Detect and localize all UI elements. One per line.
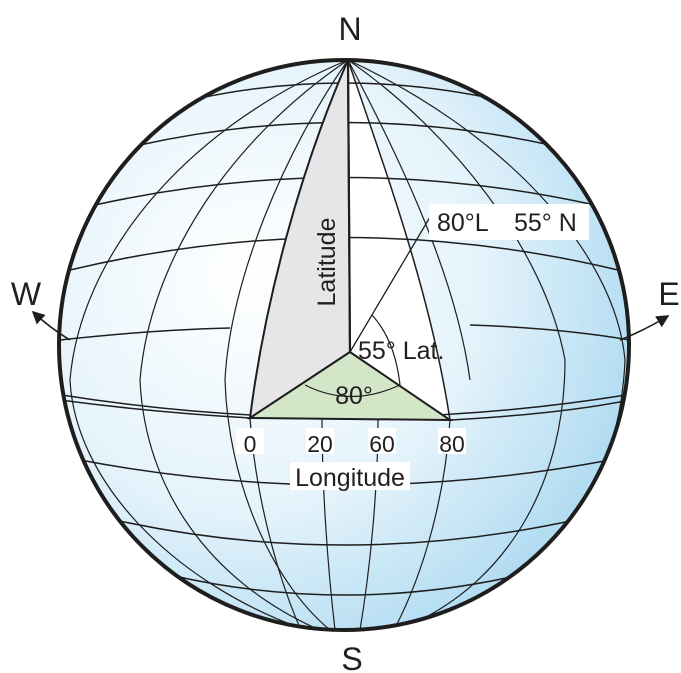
east-label: E (658, 276, 679, 312)
polar-axis (346, 60, 352, 353)
cutaway-region (348, 60, 450, 420)
longitude-tick-bg (368, 428, 396, 454)
longitude-angle-arc (304, 384, 401, 398)
longitude-label-bg (290, 462, 410, 490)
cutaway-edge (347, 60, 451, 421)
latitude-label: Latitude (313, 218, 341, 307)
east-arrow (619, 315, 670, 341)
point-longitude-label: 80°L (437, 209, 489, 237)
globe-outline (57, 58, 631, 632)
longitude-tick-bg (438, 428, 466, 454)
north-label: N (338, 11, 361, 47)
latitude-wedge (248, 60, 352, 421)
longitude-tick-label: 0 (244, 431, 257, 457)
latitude-angle-label: 55° Lat. (358, 337, 444, 365)
longitude-tick-bg (306, 428, 334, 454)
latitude-angle-arc (371, 314, 401, 386)
point-latitude-label: 55° N (514, 209, 577, 237)
longitude-tick-label: 60 (369, 431, 395, 457)
longitude-label: Longitude (295, 464, 405, 492)
longitude-tick-label: 80 (439, 431, 465, 457)
west-label: W (11, 276, 42, 312)
longitude-tick-label: 20 (307, 431, 333, 457)
west-arrow (31, 310, 71, 341)
radius-line (349, 211, 434, 353)
longitude-wedge (246, 350, 454, 422)
south-label: S (341, 641, 362, 673)
longitude-ticks: 0 20 60 80 (236, 428, 466, 457)
longitude-angle-label: 80° (335, 382, 373, 410)
graticule (59, 60, 629, 630)
longitude-tick-bg (236, 428, 264, 454)
point-label-bg (429, 204, 589, 240)
